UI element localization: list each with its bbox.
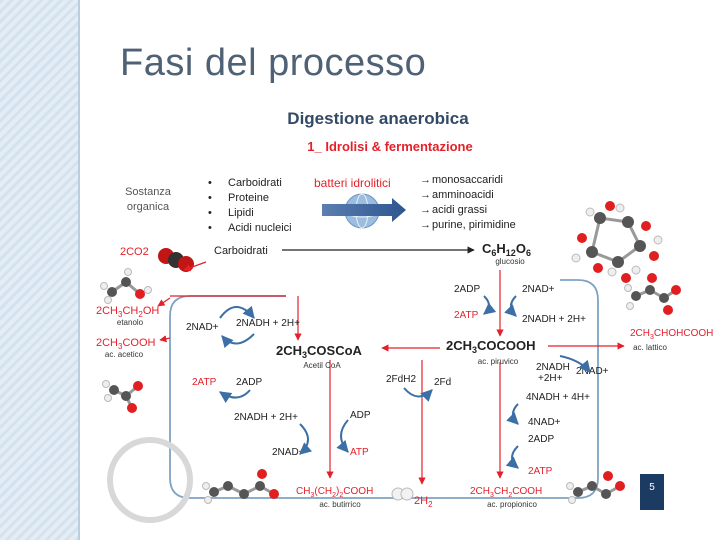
decorative-side-band: [0, 0, 80, 540]
glucose-molecule: [571, 201, 663, 283]
pyruvate-formula: 2CH3COCOOH: [446, 338, 536, 355]
fdh2: 2FdH2: [386, 374, 416, 385]
cycle-loop: [169, 279, 599, 499]
diagram-title: Digestione anaerobica: [287, 109, 469, 128]
svg-text:•: •: [208, 207, 212, 219]
seal-watermark: [107, 437, 193, 523]
bacteria-label: batteri idrolitici: [314, 176, 391, 190]
sostanza-label-line1: Sostanza: [125, 186, 172, 198]
substrate-acidi-nucleici: Acidi nucleici: [228, 222, 292, 234]
nad-right2: 4NAD+: [528, 417, 561, 428]
atp-right: 2ATP: [528, 466, 553, 477]
butyric-molecule: [202, 469, 279, 504]
svg-text:→: →: [420, 174, 431, 186]
svg-text:→: →: [420, 219, 431, 231]
hydrolysis-arrow: [322, 198, 406, 222]
nad-right1: 2NAD+: [576, 366, 609, 377]
svg-text:→: →: [420, 204, 431, 216]
butyric-formula: CH3(CH2)2COOH: [296, 486, 373, 499]
hydrolysis-products: → monosaccaridi → amminoacidi → acidi gr…: [420, 174, 516, 231]
adp-mid: ADP: [350, 410, 371, 421]
nadh-right1: 2NADH: [536, 362, 570, 373]
svg-text:•: •: [208, 222, 212, 234]
h2-molecule: [391, 487, 414, 501]
co2-label: 2CO2: [120, 246, 149, 258]
slide-title: Fasi del processo: [120, 42, 427, 84]
page-number: 5: [640, 474, 664, 510]
atp-left: 2ATP: [192, 377, 217, 388]
substrate-lipidi: Lipidi: [228, 207, 254, 219]
glucose-name: glucosio: [495, 257, 525, 266]
acetic-molecule: [102, 380, 143, 413]
nad-left: 2NAD+: [186, 322, 219, 333]
nad-glu: 2NAD+: [522, 284, 555, 295]
propionic-name: ac. propionico: [487, 500, 537, 509]
acetyl-coa-name: Acetil CoA: [303, 361, 341, 370]
adp-right: 2ADP: [528, 434, 554, 445]
nadh-right2: 4NADH + 4H+: [526, 392, 590, 403]
ethanol-formula: 2CH3CH2OH: [96, 305, 159, 319]
nad-mid: 2NAD+: [272, 447, 305, 458]
adp-left: 2ADP: [236, 377, 262, 388]
product-acidi-grassi: acidi grassi: [432, 204, 487, 216]
acetic-name: ac. acetico: [105, 350, 144, 359]
substrate-carboidrati: Carboidrati: [228, 177, 282, 189]
svg-text:•: •: [208, 177, 212, 189]
ethanol-name: etanolo: [117, 318, 144, 327]
product-monosaccaridi: monosaccaridi: [432, 174, 503, 186]
glucose-formula: C6H12O6: [482, 241, 531, 258]
diagram-subtitle: 1_ Idrolisi & fermentazione: [307, 139, 472, 154]
atp-glu: 2ATP: [454, 310, 479, 321]
lactic-molecule: [624, 273, 681, 315]
svg-text:→: →: [420, 189, 431, 201]
product-purine: purine, pirimidine: [432, 219, 516, 231]
substrate-list: • Carboidrati • Proteine • Lipidi • Acid…: [208, 177, 292, 234]
product-amminoacidi: amminoacidi: [432, 189, 494, 201]
pyruvate-name: ac. piruvico: [478, 357, 519, 366]
lactic-name: ac. lattico: [633, 343, 667, 352]
h-right1: +2H+: [538, 373, 563, 384]
svg-text:•: •: [208, 192, 212, 204]
atp-mid: ATP: [350, 447, 369, 458]
nadh-glu: 2NADH + 2H+: [522, 314, 586, 325]
fd: 2Fd: [434, 377, 451, 388]
carboidrati-label: Carboidrati: [214, 245, 268, 257]
propionic-formula: 2CH3CH2COOH: [470, 486, 542, 499]
substrate-proteine: Proteine: [228, 192, 269, 204]
lactic-formula: 2CH3CHOHCOOH: [630, 328, 713, 341]
sostanza-label-line2: organica: [127, 201, 170, 213]
nadh-mid: 2NADH + 2H+: [234, 412, 298, 423]
acetic-formula: 2CH3COOH: [96, 337, 156, 351]
propionic-molecule: [566, 471, 625, 504]
nadh-left: 2NADH + 2H+: [236, 318, 300, 329]
butyric-name: ac. butirrico: [319, 500, 361, 509]
adp-glu: 2ADP: [454, 284, 480, 295]
ethanol-molecule: [100, 268, 152, 304]
acetyl-coa-formula: 2CH3COSCoA: [276, 343, 363, 360]
